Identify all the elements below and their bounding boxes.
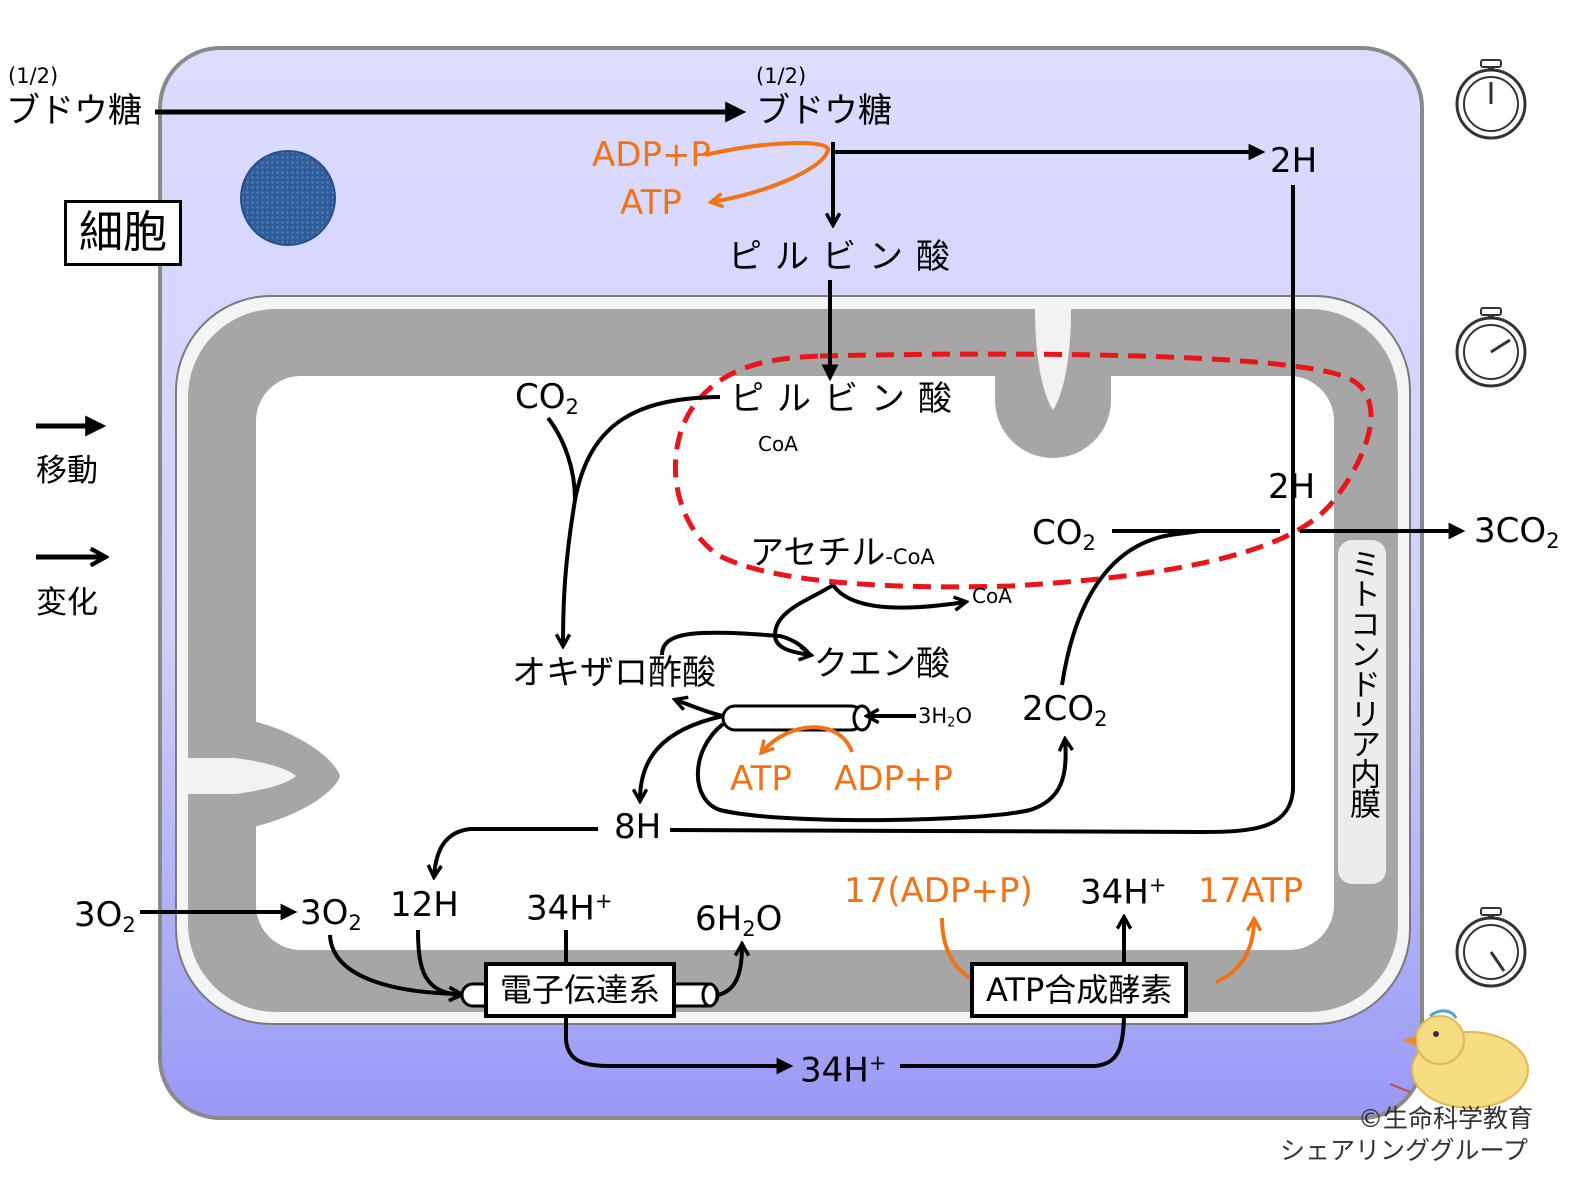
crista-left-space <box>188 758 296 794</box>
line-2co2-to-co2 <box>1060 529 1201 686</box>
cycle-adp-p: ADP+P <box>834 759 953 799</box>
glucose-cyto: ブドウ糖 <box>756 91 892 131</box>
twelve-h: 12H <box>390 885 459 925</box>
inner-membrane-label-bg <box>1338 540 1386 884</box>
stopwatch-icon <box>1455 59 1527 140</box>
cyto-2h: 2H <box>1270 141 1318 181</box>
atp-synthase: ATP合成酵素 <box>970 962 1189 1018</box>
line-co2-merge <box>546 416 577 501</box>
credit-line2: シェアリンググループ <box>1280 1136 1529 1165</box>
water: 6H2O <box>695 899 783 941</box>
electron-transport-system: 電子伝達系 <box>484 962 677 1018</box>
pyruvic-acid-mito: ピルビン酸 <box>730 379 965 419</box>
citric-cycle-tube-end <box>852 704 872 732</box>
line-hplus-to-synthase <box>900 1011 1126 1068</box>
inner-membrane-label: ミトコンドリア内膜 <box>1344 548 1380 818</box>
glucose-left: ブドウ糖 <box>6 91 142 131</box>
two-co2: 2CO2 <box>1022 689 1108 731</box>
coa-small: CoA <box>758 432 798 456</box>
synthase-adp-p: 17(ADP+P) <box>844 871 1033 911</box>
mito-2h: 2H <box>1268 467 1316 507</box>
stopwatch-icon <box>1455 907 1527 988</box>
synthase-atp: 17ATP <box>1198 871 1304 911</box>
arrow-12h-to-ets <box>416 929 460 995</box>
legend-move-label: 移動 <box>36 453 98 489</box>
credit-line1: ©生命科学教育 <box>1358 1104 1534 1133</box>
oxaloacetic-acid: オキザロ酢酸 <box>512 653 716 693</box>
arrow-ets-bottom-hplus <box>564 1012 794 1075</box>
acetyl-coa: アセチル-CoA <box>750 533 935 573</box>
co2-right: CO2 <box>1032 513 1096 555</box>
arrow-to-oxaloacetic <box>676 700 724 718</box>
pyruvic-acid-cyto: ピルビン酸 <box>728 237 963 277</box>
three-co2: 3CO2 <box>1474 511 1560 553</box>
glucose-half-cyto: (1/2) <box>756 64 807 88</box>
arrow-cycle-atp <box>762 725 854 752</box>
legend-change-label: 変化 <box>36 585 98 621</box>
mitochondria-matrix <box>256 376 1334 950</box>
glycolysis-adp-p: ADP+P <box>592 135 711 175</box>
synthase-h-plus: 34H+ <box>1080 872 1167 913</box>
ets-h-plus: 34H+ <box>526 888 613 929</box>
ets-tube-end <box>701 982 719 1008</box>
glucose-half-left: (1/2) <box>8 64 59 88</box>
arrow-oxaloacetic-citric <box>660 630 812 657</box>
chick-drawing <box>1389 1009 1529 1109</box>
arrow-glycolysis-atp <box>704 141 830 202</box>
nucleus <box>240 150 336 246</box>
bottom-h-plus: 34H+ <box>800 1050 887 1091</box>
arrow-synthase-to-atp <box>1215 920 1254 984</box>
line-2h-to-electron-transport <box>669 185 1295 835</box>
crista-top-space <box>1035 309 1071 410</box>
arrow-to-2co2 <box>695 722 1066 823</box>
arrow-to-8h <box>640 714 724 800</box>
arrow-o2-to-ets <box>328 934 460 994</box>
dashed-highlight-region <box>673 351 1374 590</box>
stopwatch-icon <box>1455 307 1527 388</box>
arrow-acetyl-coa <box>831 583 965 608</box>
h2o-in: 3H2O <box>918 704 972 731</box>
arrow-8h-12h <box>434 827 598 876</box>
glycolysis-atp: ATP <box>620 183 682 223</box>
citric-acid: クエン酸 <box>814 644 950 684</box>
cycle-atp: ATP <box>730 759 792 799</box>
co2-top: CO2 <box>515 377 579 419</box>
citric-cycle-tube <box>721 704 865 732</box>
o2-external: 3O2 <box>74 895 136 937</box>
ets-o2: 3O2 <box>300 893 362 935</box>
coa-released: CoA <box>972 584 1012 608</box>
arrow-ets-water <box>717 945 742 997</box>
eight-h: 8H <box>614 807 662 847</box>
cell-label: 細胞 <box>64 200 182 266</box>
